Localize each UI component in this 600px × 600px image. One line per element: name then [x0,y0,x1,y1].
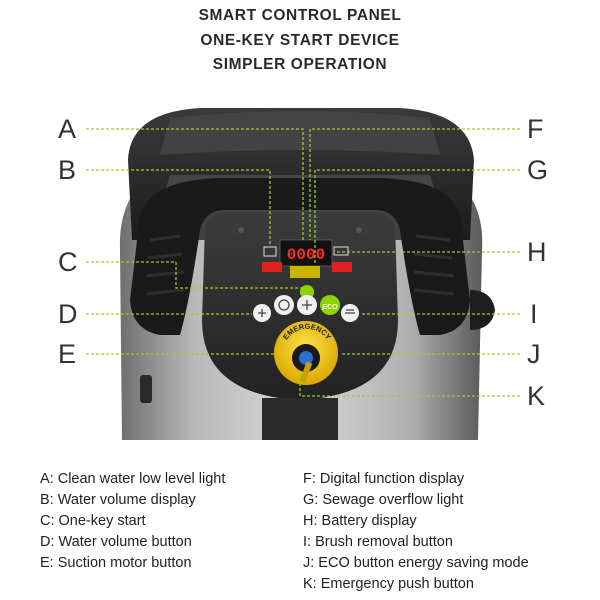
legend-item-f: F: Digital function display [303,471,465,487]
digital-display-readout: 0000 [287,246,325,264]
eco-label: ECO [322,304,338,311]
one-key-start-button[interactable] [300,285,314,299]
callout-f: F [527,114,544,144]
callout-e: E [58,339,77,369]
legend-item-j: J: ECO button energy saving mode [303,555,529,571]
callout-d: D [58,299,78,329]
legend-item-d: D: Water volume button [40,534,192,550]
legend-item-c: C: One-key start [40,513,146,529]
callout-h: H [527,237,547,267]
battery-indicator [332,262,352,272]
legend-item-i: I: Brush removal button [303,534,453,550]
legend-item-b: B: Water volume display [40,492,196,508]
steering-handle [130,178,470,335]
steering-column [262,398,338,440]
legend-item-k: K: Emergency push button [303,576,474,592]
legend-item-g: G: Sewage overflow light [303,492,464,508]
callout-j: J [527,339,541,369]
digital-display [279,239,333,267]
callout-b: B [58,155,77,185]
callout-g: G [527,155,549,185]
callout-a: A [58,114,77,144]
eco-button[interactable] [320,295,340,315]
header-line-2: ONE-KEY START DEVICE [200,32,400,49]
callout-i: I [530,299,538,329]
legend-item-h: H: Battery display [303,513,417,529]
header-line-3: SIMPLER OPERATION [212,56,388,73]
callout-c: C [58,247,78,277]
callout-k: K [527,381,546,411]
status-leds [290,266,320,278]
water-volume-indicator [262,262,282,272]
legend-item-e: E: Suction motor button [40,555,192,571]
header-line-1: SMART CONTROL PANEL [198,7,402,24]
legend-item-a: A: Clean water low level light [40,471,226,487]
suction-motor-button[interactable] [274,295,294,315]
